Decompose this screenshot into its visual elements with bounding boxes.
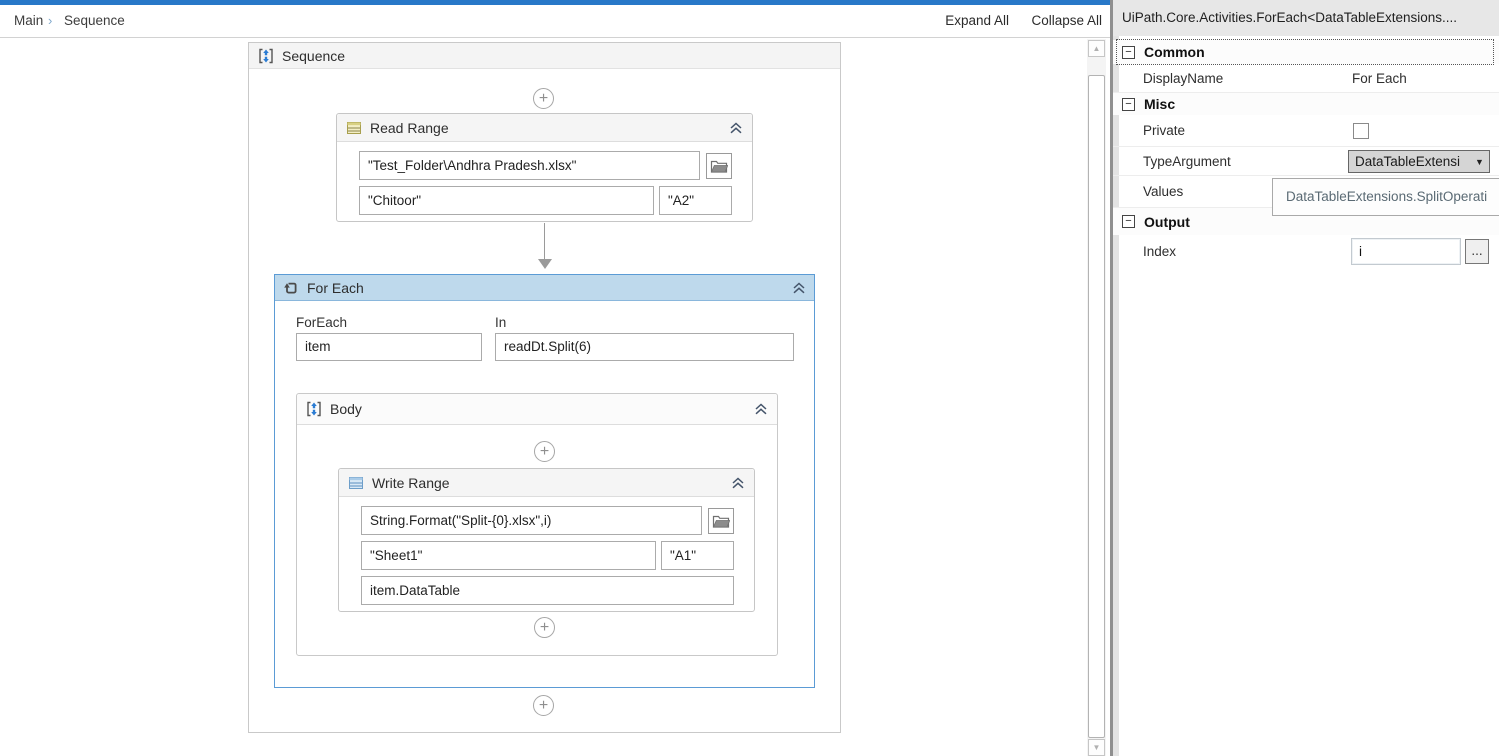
displayname-label: DisplayName [1143,70,1224,86]
sequence-title: Sequence [282,47,346,64]
scroll-up-icon[interactable]: ▲ [1088,40,1105,57]
section-misc-label: Misc [1144,96,1176,112]
write-range-file-input[interactable]: String.Format("Split-{0}.xlsx",i) [361,506,702,535]
typeargument-label: TypeArgument [1143,153,1231,169]
canvas-scrollbar[interactable]: ▲ ▼ [1087,39,1106,756]
collapse-section-icon[interactable]: − [1122,97,1135,111]
collapse-all-button[interactable]: Collapse All [1031,13,1102,28]
add-activity-button[interactable]: + [534,617,555,638]
workflow-canvas: Main › Sequence Expand All Collapse All … [0,0,1110,756]
read-range-file-input[interactable]: "Test_Folder\Andhra Pradesh.xlsx" [359,151,700,180]
foreach-label: ForEach [296,315,348,330]
read-range-cell-input[interactable]: "A2" [659,186,732,215]
foreach-in-input[interactable]: readDt.Split(6) [495,333,794,361]
read-range-activity[interactable]: Read Range "Test_Folder\Andhra Pradesh.x… [336,113,753,222]
body-header[interactable]: Body [297,394,777,425]
scroll-down-icon[interactable]: ▼ [1088,739,1105,756]
scrollbar-thumb[interactable] [1088,75,1105,738]
sequence-header[interactable]: Sequence [249,43,840,69]
excel-write-icon [348,475,364,491]
write-range-title: Write Range [372,474,450,491]
canvas-actions: Expand All Collapse All [927,5,1102,37]
write-range-cell-input[interactable]: "A1" [661,541,734,570]
sequence-icon [306,401,322,417]
chevron-down-icon: ▼ [1475,156,1484,167]
accent-bar [0,0,1110,5]
index-label: Index [1143,244,1177,259]
loop-icon [283,280,299,296]
add-activity-button[interactable]: + [534,441,555,462]
section-output-label: Output [1144,213,1190,230]
properties-title: UiPath.Core.Activities.ForEach<DataTable… [1113,0,1499,36]
read-range-sheet-input[interactable]: "Chitoor" [359,186,654,215]
breadcrumb: Main › Sequence Expand All Collapse All [0,5,1110,38]
panel-splitter[interactable] [1110,0,1113,756]
typeargument-dropdown[interactable]: DataTableExtensi ▼ [1348,150,1490,173]
section-common[interactable]: − Common [1113,40,1499,64]
property-row-displayname[interactable]: DisplayName For Each [1113,64,1499,93]
add-activity-button[interactable]: + [533,88,554,109]
write-range-datatable-input[interactable]: item.DataTable [361,576,734,605]
flow-connector-arrow [538,223,552,270]
in-label: In [495,315,507,330]
body-title: Body [330,401,362,417]
folder-icon [712,514,730,529]
breadcrumb-separator-icon: › [48,13,53,28]
properties-gutter [1113,36,1119,756]
browse-folder-button[interactable] [706,153,732,179]
private-checkbox[interactable] [1353,123,1369,139]
collapse-section-icon[interactable]: − [1122,45,1135,59]
breadcrumb-main[interactable]: Main [14,13,44,28]
foreach-item-input[interactable]: item [296,333,482,361]
browse-folder-button[interactable] [708,508,734,534]
property-row-index[interactable]: Index i ... [1113,235,1499,268]
for-each-title: For Each [307,279,364,296]
expand-all-button[interactable]: Expand All [945,13,1009,28]
properties-panel: UiPath.Core.Activities.ForEach<DataTable… [1113,0,1499,756]
property-row-private[interactable]: Private [1113,115,1499,147]
typeargument-tooltip: DataTableExtensions.SplitOperati [1272,178,1499,216]
collapse-chevron-icon[interactable] [729,121,743,134]
for-each-activity[interactable]: For Each ForEach In item readDt.Split(6) [274,274,815,688]
collapse-chevron-icon[interactable] [792,281,806,294]
for-each-header[interactable]: For Each [275,275,814,301]
excel-read-icon [346,120,362,136]
private-label: Private [1143,123,1186,138]
read-range-header[interactable]: Read Range [337,114,752,142]
read-range-title: Read Range [370,119,449,136]
breadcrumb-sequence[interactable]: Sequence [64,13,125,28]
index-input[interactable]: i [1351,238,1461,265]
index-ellipsis-button[interactable]: ... [1465,239,1489,264]
typeargument-value: DataTableExtensi [1355,154,1461,169]
body-sequence[interactable]: Body + [296,393,778,656]
collapse-chevron-icon[interactable] [731,476,745,489]
collapse-section-icon[interactable]: − [1122,215,1135,228]
displayname-value[interactable]: For Each [1352,70,1407,86]
write-range-sheet-input[interactable]: "Sheet1" [361,541,656,570]
add-activity-button[interactable]: + [533,695,554,716]
write-range-header[interactable]: Write Range [339,469,754,497]
values-label: Values [1143,184,1184,199]
folder-icon [710,159,728,174]
write-range-activity[interactable]: Write Range String.Format("Split-{0}.xls… [338,468,755,612]
collapse-chevron-icon[interactable] [754,403,768,415]
section-common-label: Common [1144,44,1205,60]
property-row-typeargument[interactable]: TypeArgument DataTableExtensi ▼ [1113,147,1499,176]
section-misc[interactable]: − Misc [1113,93,1499,115]
sequence-icon [258,48,274,64]
